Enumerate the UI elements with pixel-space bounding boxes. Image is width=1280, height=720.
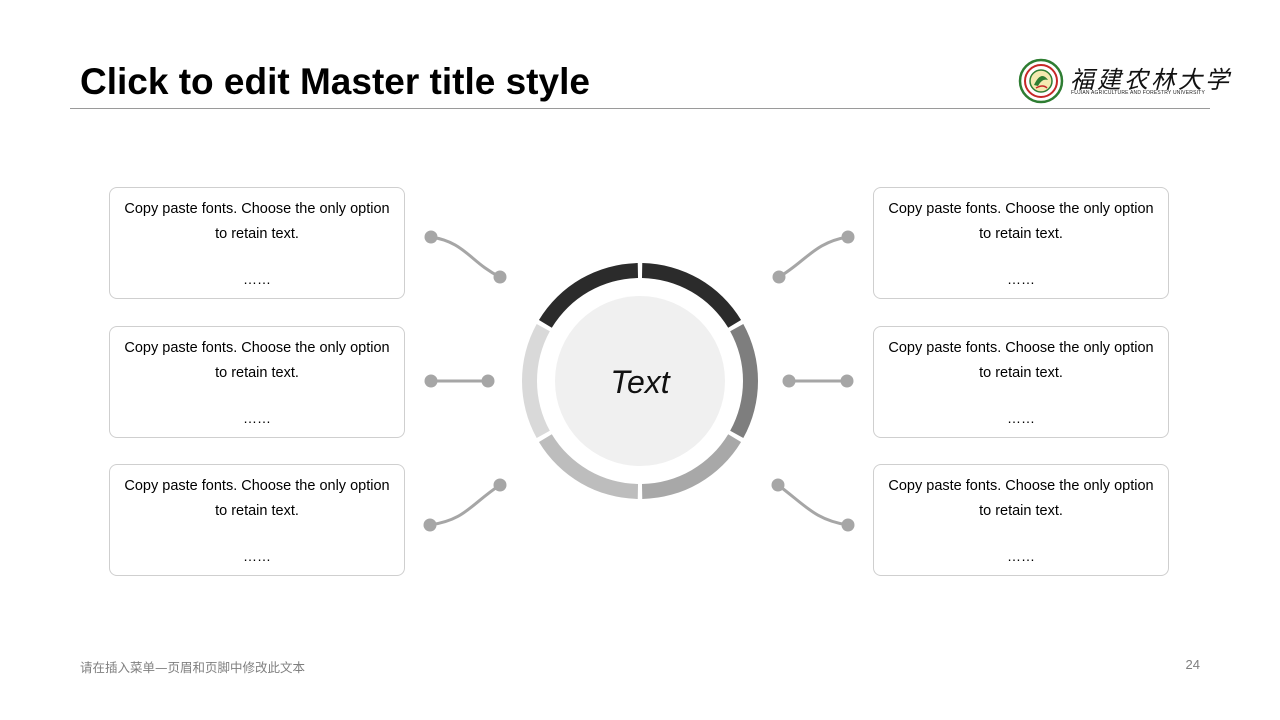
text-card-right-2[interactable]: Copy paste fonts. Choose the only option… <box>873 326 1169 438</box>
card-more: …… <box>1007 271 1035 287</box>
university-name-en: FUJIAN AGRICULTURE AND FORESTRY UNIVERSI… <box>1071 90 1205 96</box>
card-text: Copy paste fonts. Choose the only option… <box>888 478 1154 519</box>
university-seal-icon <box>1018 58 1064 104</box>
connector-dot-left-1-1 <box>424 230 438 244</box>
ring-segment-1 <box>641 263 742 328</box>
ring-segment-2 <box>730 323 758 439</box>
university-logo: 福建农林大学 FUJIAN AGRICULTURE AND FORESTRY U… <box>1018 58 1229 104</box>
connector-right-3 <box>777 483 849 527</box>
center-circle <box>555 296 725 466</box>
ring-segment-6 <box>538 263 639 328</box>
connector-dot-left-3-1 <box>423 518 437 532</box>
connector-dot-left-1-2 <box>493 270 507 284</box>
text-card-left-3[interactable]: Copy paste fonts. Choose the only option… <box>109 464 405 576</box>
connector-dot-left-3-2 <box>493 478 507 492</box>
page-number: 24 <box>1185 657 1200 672</box>
card-text: Copy paste fonts. Choose the only option… <box>124 340 390 381</box>
slide-title[interactable]: Click to edit Master title style <box>80 61 590 102</box>
connector-dot-right-2-1 <box>782 374 796 388</box>
connectors <box>423 230 855 532</box>
ring-segment-5 <box>522 323 550 439</box>
card-more: …… <box>1007 410 1035 426</box>
ring-segment-4 <box>538 434 639 499</box>
connector-dot-right-1-2 <box>772 270 786 284</box>
center-label: Text <box>610 364 670 400</box>
ring-segments <box>522 263 758 499</box>
connector-dot-left-2-1 <box>424 374 438 388</box>
connector-dot-right-1-1 <box>841 230 855 244</box>
ring-segment-3 <box>641 434 742 499</box>
text-card-left-2[interactable]: Copy paste fonts. Choose the only option… <box>109 326 405 438</box>
card-text: Copy paste fonts. Choose the only option… <box>124 478 390 519</box>
card-more: …… <box>243 548 271 564</box>
connector-left-1 <box>430 235 501 279</box>
university-name-cn: 福建农林大学 <box>1070 66 1232 94</box>
card-more: …… <box>243 271 271 287</box>
connector-dot-right-3-1 <box>771 478 785 492</box>
card-text: Copy paste fonts. Choose the only option… <box>124 201 390 242</box>
text-card-right-3[interactable]: Copy paste fonts. Choose the only option… <box>873 464 1169 576</box>
connector-left-3 <box>429 483 501 527</box>
connector-dot-left-2-2 <box>481 374 495 388</box>
card-more: …… <box>1007 548 1035 564</box>
card-more: …… <box>243 410 271 426</box>
connector-dot-right-2-2 <box>840 374 854 388</box>
title-divider <box>70 108 1210 109</box>
card-text: Copy paste fonts. Choose the only option… <box>888 340 1154 381</box>
card-text: Copy paste fonts. Choose the only option… <box>888 201 1154 242</box>
text-card-right-1[interactable]: Copy paste fonts. Choose the only option… <box>873 187 1169 299</box>
connector-dot-right-3-2 <box>841 518 855 532</box>
text-card-left-1[interactable]: Copy paste fonts. Choose the only option… <box>109 187 405 299</box>
footer-text[interactable]: 请在插入菜单—页眉和页脚中修改此文本 <box>80 660 306 675</box>
connector-right-1 <box>778 235 849 279</box>
